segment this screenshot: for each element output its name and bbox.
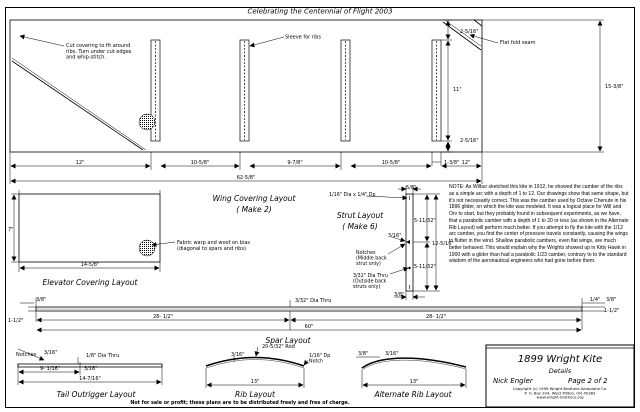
wing-dim-height-mid: 11" [453, 87, 462, 93]
wing-dim-seg-1: 12" [76, 160, 85, 166]
spar-dim-right-end: 1-1/2" [604, 308, 619, 314]
elevator-dim-height: 7" [8, 227, 13, 233]
wing-layout-subtitle: ( Make 2) [236, 205, 271, 214]
spar-dim-end-left: 3/8" [36, 297, 46, 303]
strut-layout-title: Strut Layout [337, 211, 384, 220]
spar-dim-hole: 3/32" Dia Thru [295, 298, 331, 304]
spar-drawing [35, 306, 583, 312]
wing-dim-top-right: 2-5/16" [460, 29, 479, 35]
elevator-dims [11, 193, 176, 272]
alt-rib-dim-a: 3/8" [358, 351, 368, 357]
outrigger-dim-notch: 3/16" [44, 350, 58, 356]
outrigger-dim-hole: 1/8" Dia Thru [86, 353, 119, 359]
elevator-dim-width: 14-5/8" [81, 262, 100, 268]
spar-layout-title: Spar Layout [265, 336, 311, 345]
strut-dim-upper: 5-11/32" [414, 218, 436, 224]
spar-dim-height: 1-1/2" [8, 318, 23, 324]
outrigger-layout-title: Tail Outrigger Layout [57, 390, 137, 399]
strut-drawing [405, 193, 414, 292]
outrigger-dims [17, 348, 163, 385]
title-block-subtitle: Details [549, 367, 572, 375]
wing-dim-total: 62-5/8" [237, 175, 256, 181]
rib-layout-title: Rib Layout [235, 390, 276, 399]
wing-dim-seg-3: 9-7/8" [287, 160, 302, 166]
strut-dim-hole-side: 3/16" [388, 233, 402, 239]
alt-rib-dim-b: 3/16" [385, 351, 399, 357]
outrigger-label-notches: Notches [16, 352, 37, 358]
wing-layout-title: Wing Covering Layout [213, 194, 297, 203]
wing-dim-seg-2: 10-5/8" [191, 160, 210, 166]
spar-dim-right: 28- 1/2" [426, 314, 446, 320]
header-title: Celebrating the Centennial of Flight 200… [247, 8, 392, 16]
spar-dim-end-right-b: 3/8" [606, 297, 616, 303]
wing-callout-sleeve: Sleeve for ribs [285, 35, 321, 41]
strut-dim-total: 12-5/16" [432, 241, 454, 247]
fabric-grain-swatch-elevator [138, 239, 156, 257]
fabric-grain-swatch-wing [138, 113, 156, 131]
outrigger-dim-inner-b: 3/16" [84, 366, 98, 372]
elevator-layout-title: Elevator Covering Layout [43, 278, 139, 287]
wing-dim-seg-5: 12" [462, 160, 471, 166]
spar-dim-left: 28- 1/2" [153, 314, 173, 320]
alt-rib-dim-length: 13" [410, 379, 419, 385]
rib-dim-depth: 3/16" [231, 352, 245, 358]
rib-dim-length: 13" [251, 379, 260, 385]
title-block-page: Page 2 of 2 [568, 377, 608, 385]
rib-drawing [205, 356, 305, 369]
rib-camber-note: NOTE: As Wilbur sketched this kite in 19… [449, 184, 629, 265]
elevator-covering-drawing [18, 190, 161, 263]
wing-horizontal-dims [9, 152, 483, 184]
alt-rib-drawing [361, 357, 467, 371]
elevator-callout-fabric: Fabric warp and woof on bias(diagonal to… [177, 240, 250, 252]
wing-dim-bottom-right: 2-5/16" [460, 138, 479, 144]
wing-dim-rib-pocket: 1-3/8" [444, 160, 459, 166]
outrigger-dim-inner: 9- 1/16" [40, 366, 60, 372]
strut-dim-lower: 5-11/32" [414, 264, 436, 270]
wing-dim-total-height: 15-3/8" [605, 84, 624, 90]
spar-dim-total: 60" [305, 324, 314, 330]
strut-dim-bottom: 3/8" [394, 292, 404, 298]
rib-dims [205, 346, 309, 388]
strut-layout-subtitle: ( Make 6) [342, 222, 377, 231]
rib-dim-rod: 20-5/32" Rod [262, 344, 295, 350]
strut-dim-width-top: 5/8" [406, 185, 416, 191]
spar-dims [20, 298, 605, 333]
title-block: 1899 Wright Kite Details Nick Engler Pag… [485, 344, 635, 408]
title-block-copyright: Copyright (c) 1999 Wright Brothers Aerop… [513, 386, 608, 400]
alt-rib-layout-title: Alternate Rib Layout [373, 390, 452, 399]
sheet-border [5, 7, 635, 408]
strut-dim-hole-top: 1/16" Dia x 1/4" Dp [329, 192, 376, 198]
wing-vertical-dims [431, 19, 604, 166]
outrigger-dim-total: 14-7/16" [79, 376, 101, 382]
wing-dim-seg-4: 10-5/8" [382, 160, 401, 166]
wing-callout-seam: Flat fold seam [500, 40, 536, 46]
strut-dims [365, 186, 440, 300]
title-block-title: 1899 Wright Kite [518, 354, 602, 365]
wing-covering-drawing [9, 19, 483, 153]
spar-dim-end-right-a: 1/4" [590, 297, 600, 303]
alt-rib-dims [356, 356, 467, 388]
rib-sleeves [150, 39, 442, 142]
footer-disclaimer: Not for sale or profit; these plans are … [130, 400, 349, 406]
title-block-author: Nick Engler [493, 377, 534, 385]
